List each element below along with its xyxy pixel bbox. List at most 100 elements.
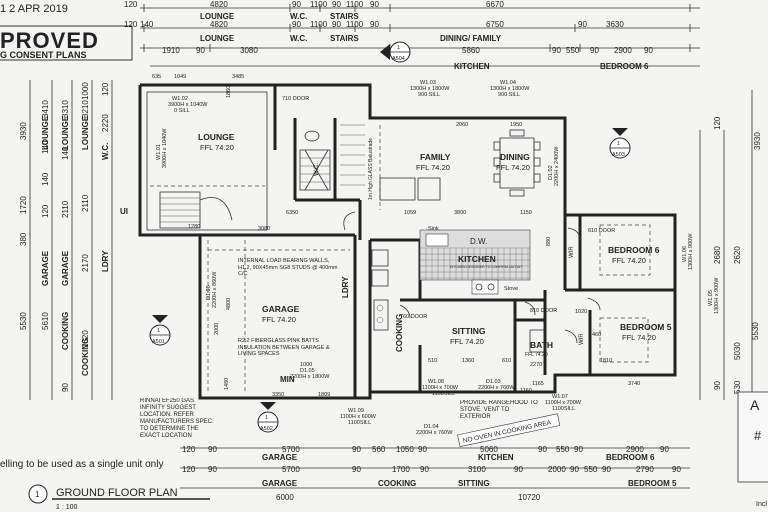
top-dim-2-10: 3630 <box>606 20 624 29</box>
svg-text:D1.05: D1.05 <box>300 368 315 374</box>
left-dim-4: 140 <box>41 140 50 154</box>
svg-text:W1.01: W1.01 <box>156 144 162 160</box>
left-dim-11: 120 <box>41 204 50 218</box>
left-label-1: LOUNGE <box>61 115 70 150</box>
top-dimensions: 120 4820 90 1100 90 1100 90 6670 LOUNGE … <box>124 0 700 71</box>
top-dim-2-5: 90 <box>332 20 341 29</box>
interior-dim-17: 1000 <box>300 362 312 368</box>
right-dim-3: 5530 <box>751 322 760 340</box>
svg-text:1300H x 1800W: 1300H x 1800W <box>490 86 530 92</box>
svg-text:W1.02: W1.02 <box>172 96 188 102</box>
title-text: GROUND FLOOR PLAN <box>56 487 178 499</box>
dishwasher-label: D.W. <box>470 237 487 246</box>
svg-text:1300H x 900W: 1300H x 900W <box>714 277 720 314</box>
room-family-ffl: FFL 74.20 <box>416 163 450 172</box>
room-labels: LOUNGE FFL 74.20 FAMILY FFL 74.20 DINING… <box>198 132 672 358</box>
top-dim-2-2: 4820 <box>210 20 228 29</box>
top-label-lounge-2: LOUNGE <box>200 34 235 43</box>
top-label-dining-family: DINING/ FAMILY <box>440 34 502 43</box>
bottom-dim-1-1: 90 <box>208 445 217 454</box>
bottom-dim-2-0: 120 <box>182 465 196 474</box>
bottom-dim-labels: GARAGE KITCHEN BEDROOM 6 GARAGE COOKING … <box>262 453 677 502</box>
title-scale: 1 : 100 <box>56 504 78 511</box>
svg-text:A504: A504 <box>392 56 405 62</box>
svg-text:1: 1 <box>397 45 400 51</box>
top-dim-1-6: 90 <box>370 0 379 9</box>
svg-text:A: A <box>750 397 760 413</box>
left-dim-10: 1720 <box>19 196 28 214</box>
top-dim-2-4: 1100 <box>310 20 328 29</box>
interior-dim-27: 1160 <box>520 388 532 394</box>
room-sitting: SITTING <box>452 326 486 336</box>
interior-dim-11: 1059 <box>404 210 416 216</box>
left-label-7: LDRY <box>101 250 110 272</box>
interior-dim-16: 2000 <box>214 323 220 335</box>
right-dim-4: 120 <box>713 116 722 130</box>
section-marker-a503: 1 A503 <box>609 128 631 159</box>
left-dim-13: 2110 <box>81 194 90 212</box>
interior-dim-2: 6350 <box>286 210 298 216</box>
rangehood-note: PROVIDE RANGEHOOD TO STOVE. VENT TO EXTE… <box>460 400 538 420</box>
top-dim-3-4: 90 <box>552 46 561 55</box>
interior-dim-3: 3080 <box>258 226 270 232</box>
kitchen-bench <box>419 229 531 295</box>
stamp-date: 1 2 APR 2019 <box>0 3 68 15</box>
room-garage: GARAGE <box>262 304 300 314</box>
svg-text:2200H x 860W: 2200H x 860W <box>212 271 218 308</box>
bottom-dim-2-2: 5700 <box>282 465 300 474</box>
stamp-subtitle: G CONSENT PLANS <box>0 50 87 60</box>
interior-dim-18: 1480 <box>224 378 230 390</box>
svg-text:1: 1 <box>617 141 620 147</box>
svg-text:D1.03: D1.03 <box>486 379 501 385</box>
interior-dim-22: 510 <box>428 358 437 364</box>
interior-dim-21: 880 <box>546 237 552 246</box>
bottom-dim-1-10: 90 <box>574 445 583 454</box>
right-dim-5: 5030 <box>733 342 742 360</box>
title-number: 1 <box>35 490 40 499</box>
top-label-wc-2: W.C. <box>290 34 307 43</box>
room-family: FAMILY <box>420 152 451 162</box>
window-tags: W1.02 3900H x 1040W 0 SILL W1.01 3900H x… <box>156 80 720 426</box>
rinnai-note: RINNAI EF250 GAS INFINITY SUGGEST LOCATI… <box>140 398 214 439</box>
left-label-2: LOUNGE <box>81 115 90 150</box>
left-label-6: COOKING <box>61 312 70 350</box>
svg-text:A503: A503 <box>612 152 625 158</box>
svg-text:W1.07: W1.07 <box>552 394 568 400</box>
top-dim-2-0: 120 <box>124 20 138 29</box>
room-dining: DINING <box>500 152 530 162</box>
laundry-cooking <box>371 249 545 353</box>
top-label-kitchen: KITCHEN <box>454 62 490 71</box>
room-wir-1: WIR <box>569 246 575 258</box>
stove-label: Stove <box>504 286 518 292</box>
interior-dim-15: 4800 <box>226 298 232 310</box>
svg-text:BEDROOM 5: BEDROOM 5 <box>628 479 677 488</box>
interior-dim-6: 635 <box>152 74 161 80</box>
svg-text:1100SILL: 1100SILL <box>348 420 371 426</box>
section-marker-a502: 1 A502 <box>257 402 279 433</box>
bottom-dim-2-5: 90 <box>420 465 429 474</box>
svg-text:BEDROOM 6: BEDROOM 6 <box>606 453 655 462</box>
approval-stamp: 1 2 APR 2019 PROVED G CONSENT PLANS <box>0 3 133 61</box>
top-dim-3-7: 2900 <box>614 46 632 55</box>
bottom-dim-2-4: 1700 <box>392 465 410 474</box>
left-dim-17: 5610 <box>41 312 50 330</box>
stairs <box>340 124 365 186</box>
interior-dim-28: 2270 <box>530 362 542 368</box>
glass-balustrade-label: 1m High GLASS Balustrade <box>368 138 374 200</box>
room-wc: W.C. <box>314 163 320 176</box>
svg-text:1100H x 700W: 1100H x 700W <box>422 385 459 391</box>
svg-text:A501: A501 <box>152 339 165 345</box>
room-bedroom5: BEDROOM 5 <box>620 322 672 332</box>
svg-text:W1.08: W1.08 <box>428 379 444 385</box>
bedroom-furniture <box>599 224 651 363</box>
top-dim-1-4: 90 <box>332 0 341 9</box>
svg-text:1: 1 <box>157 328 160 334</box>
top-dim-3-3: 5860 <box>462 46 480 55</box>
top-dim-1-1: 4820 <box>210 0 228 9</box>
left-dim-1: 3410 <box>41 100 50 118</box>
load-bearing-note: INTERNAL LOAD BEARING WALLS, H1.2, 90X45… <box>238 258 338 277</box>
interior-dim-25: 1810 <box>600 358 612 364</box>
top-label-wc-1: W.C. <box>290 12 307 21</box>
